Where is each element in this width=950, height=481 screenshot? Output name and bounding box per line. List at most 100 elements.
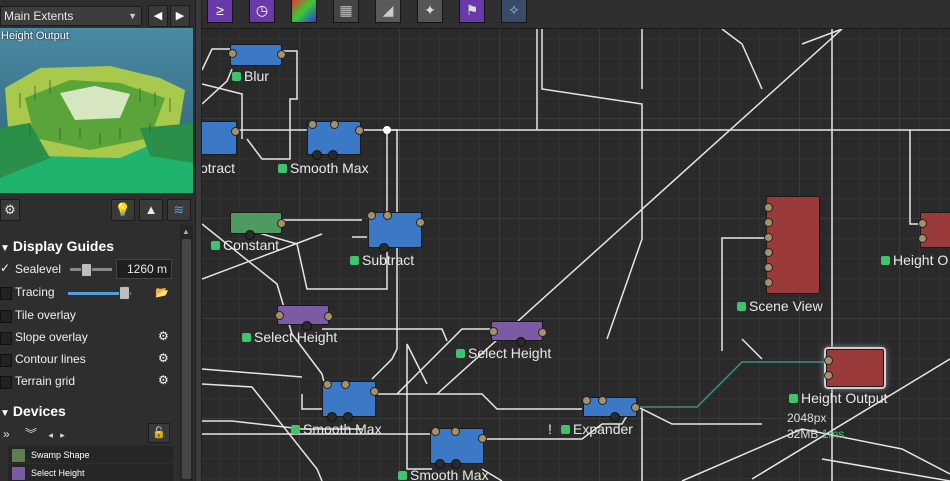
- expander-node[interactable]: [582, 396, 640, 422]
- smooth-max-node[interactable]: [322, 380, 379, 422]
- input-port[interactable]: [582, 396, 591, 405]
- terrain-preview[interactable]: Height Output: [0, 28, 193, 193]
- input-port[interactable]: [323, 380, 332, 389]
- water-icon[interactable]: ≋: [167, 199, 191, 221]
- devices-header[interactable]: ▼Devices: [0, 403, 66, 419]
- collapse-all-icon[interactable]: ︾: [25, 427, 38, 441]
- scrollbar-thumb[interactable]: [182, 239, 191, 479]
- arrow-left-icon[interactable]: ◂: [48, 430, 53, 440]
- mask-port[interactable]: [516, 337, 526, 347]
- tracing-checkbox[interactable]: [0, 287, 12, 300]
- input-port[interactable]: [367, 211, 376, 220]
- constant-node[interactable]: [230, 212, 286, 240]
- node-graph[interactable]: Blur otract Smooth Max Constant Subtract…: [202, 29, 950, 481]
- output-port[interactable]: [355, 126, 364, 135]
- terrain-grid-checkbox[interactable]: [0, 376, 12, 389]
- input-port[interactable]: [308, 120, 317, 129]
- scroll-up-icon[interactable]: ▲: [182, 227, 190, 236]
- mask-port[interactable]: [312, 150, 322, 160]
- device-item[interactable]: Select Height: [8, 464, 173, 481]
- input-port[interactable]: [824, 356, 833, 365]
- select-height-node[interactable]: [489, 321, 547, 347]
- mask-port[interactable]: [327, 412, 337, 422]
- lock-icon[interactable]: 🔓: [148, 423, 170, 443]
- output-port[interactable]: [324, 312, 333, 321]
- input-port[interactable]: [341, 380, 350, 389]
- height-output-node-right[interactable]: [918, 212, 950, 248]
- input-port[interactable]: [764, 203, 773, 212]
- light-bulb-icon[interactable]: 💡: [111, 199, 135, 221]
- fast-forward-icon[interactable]: »: [3, 427, 10, 441]
- filter-device-icon[interactable]: ≥: [207, 0, 233, 23]
- input-port[interactable]: [228, 49, 237, 58]
- tile-overlay-checkbox[interactable]: [0, 310, 12, 323]
- panel-scrollbar[interactable]: ▲: [180, 225, 193, 481]
- arrow-right-icon[interactable]: ▸: [60, 430, 65, 440]
- prev-button[interactable]: ◀: [148, 5, 168, 27]
- subtract-node[interactable]: [367, 211, 425, 253]
- rock-device-icon[interactable]: ✦: [417, 0, 443, 23]
- input-port[interactable]: [918, 234, 927, 243]
- tracing-slider-handle[interactable]: [119, 286, 130, 300]
- mask-port[interactable]: [343, 412, 353, 422]
- slope-overlay-checkbox[interactable]: [0, 332, 12, 345]
- sealevel-slider-handle[interactable]: [81, 263, 92, 277]
- output-port[interactable]: [277, 50, 286, 59]
- scene-view-node[interactable]: [764, 196, 820, 294]
- mask-port[interactable]: [328, 150, 338, 160]
- mask-port[interactable]: [435, 459, 445, 469]
- settings-gear-icon[interactable]: ⚙: [0, 199, 20, 221]
- output-port[interactable]: [277, 219, 286, 228]
- panel-splitter[interactable]: [195, 0, 202, 481]
- clock-device-icon[interactable]: ◷: [249, 0, 275, 23]
- input-port[interactable]: [431, 427, 440, 436]
- input-port[interactable]: [383, 211, 392, 220]
- output-port[interactable]: [416, 218, 425, 227]
- extents-select[interactable]: Main Extents ▼: [0, 6, 142, 26]
- sealevel-checkbox[interactable]: ✓: [0, 261, 11, 275]
- select-height-node[interactable]: [275, 305, 333, 331]
- input-port[interactable]: [764, 233, 773, 242]
- contour-lines-checkbox[interactable]: [0, 354, 12, 367]
- input-port[interactable]: [918, 219, 927, 228]
- mask-port[interactable]: [451, 459, 461, 469]
- rocks-icon[interactable]: ▲: [139, 199, 163, 221]
- fx-device-icon[interactable]: ✧: [501, 0, 527, 23]
- next-button[interactable]: ▶: [170, 5, 190, 27]
- blur-node[interactable]: [228, 44, 286, 66]
- input-port[interactable]: [330, 120, 339, 129]
- input-port[interactable]: [598, 396, 607, 405]
- color-device-icon[interactable]: [291, 0, 317, 23]
- output-port[interactable]: [538, 328, 547, 337]
- mask-port[interactable]: [245, 230, 255, 240]
- input-port[interactable]: [489, 327, 498, 336]
- folder-open-icon[interactable]: 📂: [155, 287, 169, 299]
- input-port[interactable]: [764, 278, 773, 287]
- input-port[interactable]: [451, 427, 460, 436]
- input-port[interactable]: [764, 218, 773, 227]
- slope-device-icon[interactable]: ◢: [375, 0, 401, 23]
- subtract-node-left[interactable]: [202, 121, 240, 155]
- mask-port[interactable]: [379, 243, 389, 253]
- input-port[interactable]: [275, 311, 284, 320]
- mask-port[interactable]: [302, 321, 312, 331]
- input-port[interactable]: [824, 371, 833, 380]
- input-port[interactable]: [764, 263, 773, 272]
- output-port[interactable]: [478, 434, 487, 443]
- display-guides-header[interactable]: ▼Display Guides: [0, 238, 114, 254]
- output-port[interactable]: [231, 127, 240, 136]
- sealevel-input[interactable]: 1260 m: [116, 259, 172, 279]
- height-output-node[interactable]: [824, 349, 884, 387]
- mask-port[interactable]: [610, 412, 620, 422]
- smooth-max-node[interactable]: [307, 120, 364, 160]
- smooth-max-node[interactable]: [430, 427, 487, 469]
- terrain-grid-gear-icon[interactable]: ⚙: [158, 373, 169, 387]
- output-port[interactable]: [631, 403, 640, 412]
- flag-device-icon[interactable]: ⚑: [459, 0, 485, 23]
- terrain-device-icon[interactable]: ▦: [333, 0, 359, 23]
- slope-overlay-gear-icon[interactable]: ⚙: [158, 329, 169, 343]
- output-port[interactable]: [370, 387, 379, 396]
- contour-lines-gear-icon[interactable]: ⚙: [158, 351, 169, 365]
- device-item[interactable]: Swamp Shape: [8, 446, 173, 463]
- input-port[interactable]: [764, 248, 773, 257]
